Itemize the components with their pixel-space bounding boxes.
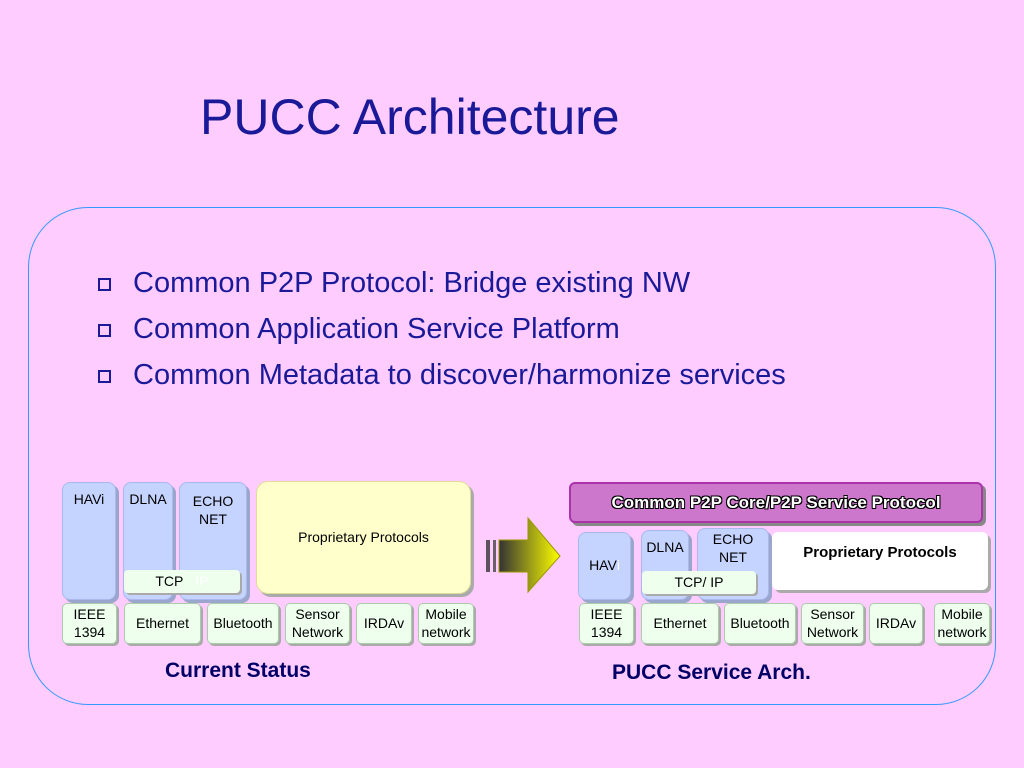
ethernet-box: Ethernet bbox=[641, 603, 719, 644]
square-bullet-icon bbox=[98, 369, 111, 383]
ieee1394-box: IEEE 1394 bbox=[579, 603, 634, 644]
irdav-box: IRDAv bbox=[869, 603, 923, 644]
mobile-network-box: Mobile network bbox=[934, 603, 990, 644]
slide-title: PUCC Architecture bbox=[200, 89, 620, 145]
square-bullet-icon bbox=[98, 323, 111, 337]
irdav-box: IRDAv bbox=[356, 603, 412, 644]
bluetooth-box: Bluetooth bbox=[207, 603, 279, 644]
pucc-service-arch-caption: PUCC Service Arch. bbox=[612, 661, 811, 684]
bullet-item: Common P2P Protocol: Bridge existing NW bbox=[98, 260, 786, 306]
ethernet-box: Ethernet bbox=[124, 603, 201, 644]
bullet-text: Common Metadata to discover/harmonize se… bbox=[133, 358, 786, 391]
sensor-network-box: Sensor Network bbox=[801, 603, 864, 644]
proprietary-protocols-box: Proprietary Protocols bbox=[772, 532, 988, 590]
content-frame bbox=[28, 207, 996, 705]
bullet-text: Common P2P Protocol: Bridge existing NW bbox=[133, 266, 691, 299]
bullet-item: Common Application Service Platform bbox=[98, 306, 786, 352]
ieee1394-box: IEEE 1394 bbox=[62, 603, 117, 644]
havi-box: HAVi bbox=[62, 482, 116, 600]
current-status-caption: Current Status bbox=[165, 659, 311, 682]
bullet-list: Common P2P Protocol: Bridge existing NW … bbox=[98, 260, 786, 398]
sensor-network-box: Sensor Network bbox=[285, 603, 350, 644]
havi-i-label: i bbox=[616, 557, 620, 574]
square-bullet-icon bbox=[98, 277, 111, 291]
bullet-item: Common Metadata to discover/harmonize se… bbox=[98, 352, 786, 398]
tcp-ip-box: TCP/ IP bbox=[642, 571, 756, 594]
bullet-text: Common Application Service Platform bbox=[133, 312, 620, 345]
tcp-label: TCP bbox=[155, 572, 184, 589]
common-p2p-core-box: Common P2P Core/P2P Service Protocol bbox=[569, 482, 983, 523]
tcp-ip-box: TCP IP bbox=[124, 570, 240, 593]
mobile-network-box: Mobile network bbox=[418, 603, 474, 644]
bluetooth-box: Bluetooth bbox=[724, 603, 796, 644]
havi-label: HAV bbox=[589, 557, 617, 574]
right-arrow-icon bbox=[486, 516, 561, 594]
ip-label: IP bbox=[195, 572, 209, 589]
proprietary-protocols-box: Proprietary Protocols bbox=[256, 481, 471, 594]
